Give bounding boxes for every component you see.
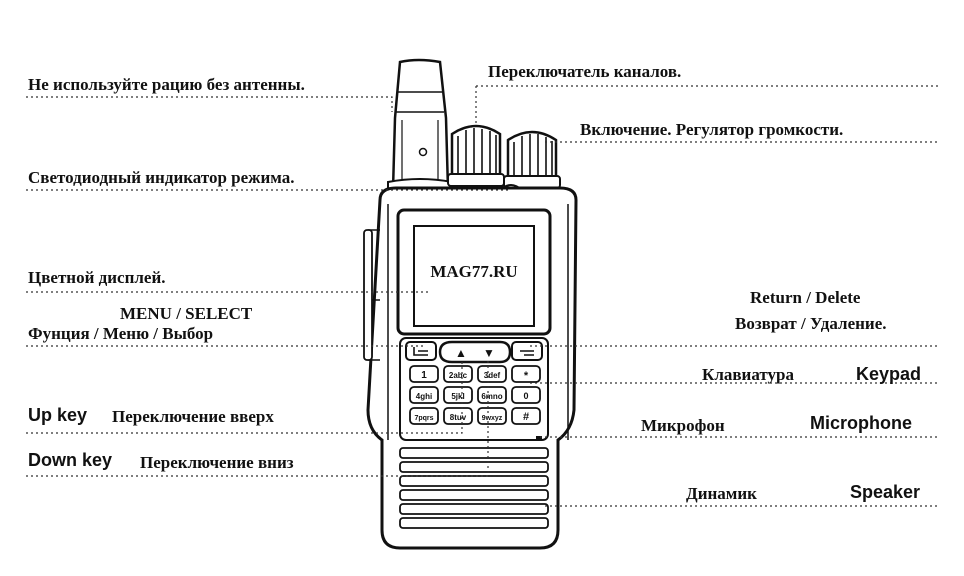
key-8-label: 8tuv bbox=[450, 413, 467, 422]
keypad-row-2: 4ghi 5jkl 6mno 0 bbox=[409, 386, 541, 404]
key-star-label: * bbox=[524, 370, 529, 382]
speaker-grille bbox=[399, 447, 549, 529]
led-label: Светодиодный индикатор режима. bbox=[28, 168, 295, 187]
keypad: ▲ ▼ 1 2abc 3def * 4ghi 5jkl 6mn bbox=[399, 337, 549, 441]
key-0[interactable] bbox=[511, 386, 541, 404]
key-hash[interactable] bbox=[511, 407, 541, 425]
key-3-label: 3def bbox=[484, 371, 501, 380]
key-2[interactable] bbox=[443, 365, 473, 383]
key-1-label: 1 bbox=[421, 370, 427, 381]
return-delete-label-en: Return / Delete bbox=[750, 288, 861, 307]
key-1[interactable] bbox=[409, 365, 439, 383]
key-3[interactable] bbox=[477, 365, 507, 383]
microphone-hole bbox=[536, 436, 542, 440]
key-hash-label: # bbox=[523, 411, 529, 423]
keypad-label-ru: Клавиатура bbox=[702, 365, 794, 384]
key-star[interactable] bbox=[511, 365, 541, 383]
up-key-label-ru: Переключение вверх bbox=[112, 407, 274, 426]
leader-lines bbox=[26, 85, 940, 507]
key-5-label: 5jkl bbox=[451, 392, 464, 401]
menu-select-label-ru: Фунция / Меню / Выбор bbox=[28, 324, 214, 343]
speaker-label-ru: Динамик bbox=[686, 484, 757, 503]
key-6[interactable] bbox=[477, 386, 507, 404]
key-4-label: 4ghi bbox=[416, 392, 432, 401]
keypad-row-1: 1 2abc 3def * bbox=[409, 365, 541, 383]
microphone-label-ru: Микрофон bbox=[641, 416, 725, 435]
menu-select-label-en: MENU / SELECT bbox=[120, 304, 253, 323]
antenna-label: Не используйте рацию без антенны. bbox=[28, 75, 305, 94]
screen-text: MAG77.RU bbox=[430, 262, 517, 281]
microphone-label-en: Microphone bbox=[810, 413, 912, 433]
down-arrow-icon[interactable]: ▼ bbox=[483, 346, 495, 360]
up-arrow-icon[interactable]: ▲ bbox=[455, 346, 467, 360]
key-8[interactable] bbox=[443, 407, 473, 425]
down-key-label-ru: Переключение вниз bbox=[140, 453, 294, 472]
key-2-label: 2abc bbox=[449, 371, 468, 380]
key-5[interactable] bbox=[443, 386, 473, 404]
display-label: Цветной дисплей. bbox=[28, 268, 166, 287]
key-7[interactable] bbox=[409, 407, 439, 425]
channel-switch-label: Переключатель каналов. bbox=[488, 62, 682, 81]
key-4[interactable] bbox=[409, 386, 439, 404]
key-6-label: 6mno bbox=[481, 392, 502, 401]
key-7-label: 7pqrs bbox=[414, 415, 433, 422]
channel-knob bbox=[447, 124, 505, 187]
color-display: MAG77.RU bbox=[396, 208, 552, 336]
keypad-row-3: 7pqrs 8tuv 9wxyz # bbox=[409, 407, 541, 425]
key-9[interactable] bbox=[477, 407, 507, 425]
power-volume-label: Включение. Регулятор громкости. bbox=[580, 120, 844, 139]
key-9-label: 9wxyz bbox=[482, 415, 503, 422]
keypad-label-en: Keypad bbox=[856, 364, 922, 384]
down-key-label-en: Down key bbox=[28, 450, 113, 470]
key-0-label: 0 bbox=[523, 391, 528, 401]
speaker-label-en: Speaker bbox=[850, 482, 921, 502]
volume-knob bbox=[503, 130, 561, 189]
up-down-key[interactable] bbox=[438, 340, 512, 364]
return-delete-label-ru: Возврат / Удаление. bbox=[735, 314, 887, 333]
antenna bbox=[387, 58, 453, 195]
up-key-label-en: Up key bbox=[28, 405, 88, 425]
